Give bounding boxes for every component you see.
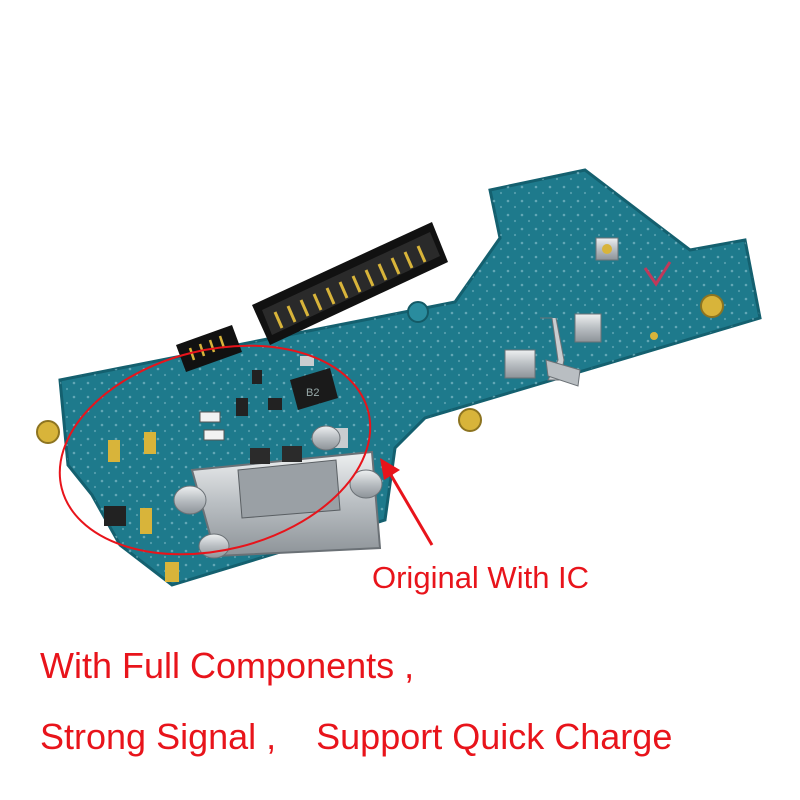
fpc-connector <box>252 222 448 345</box>
mounting-hole-lower <box>458 408 482 432</box>
callout-arrowhead <box>380 458 400 480</box>
smd-components <box>104 370 348 582</box>
caption-full-components: With Full Components , <box>40 645 415 686</box>
usb-port <box>173 425 383 559</box>
mounting-hole-center <box>407 301 429 323</box>
spring-contacts <box>504 313 602 387</box>
mounting-hole-right <box>700 294 724 318</box>
ic-highlight-annotation <box>58 344 434 556</box>
mounting-hole-left <box>36 420 60 444</box>
callout-label: Original With IC <box>372 560 590 595</box>
highlight-circle <box>58 344 372 556</box>
chip-marking: B2 <box>306 387 319 399</box>
ic-chip: B2 <box>290 356 338 410</box>
antenna-connector <box>595 237 619 261</box>
callout-arrow <box>386 469 434 546</box>
caption-signal-charge: Strong Signal , Support Quick Charge <box>40 716 673 757</box>
